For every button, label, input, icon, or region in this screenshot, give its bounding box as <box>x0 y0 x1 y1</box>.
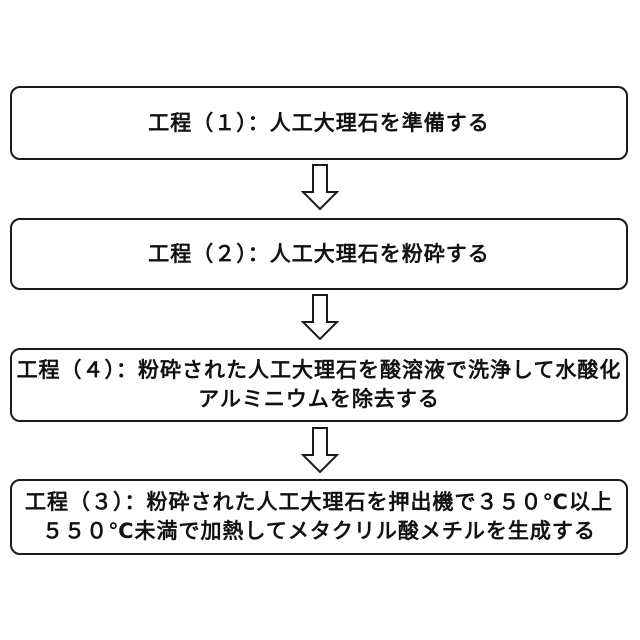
process-box-step-3: 工程（３）：粉砕された人工大理石を押出機で３５０℃以上 ５５０℃未満で加熱してメ… <box>10 479 628 555</box>
process-box-step-2-text: 工程（２）：人工大理石を粉砕する <box>148 242 490 266</box>
process-box-step-3-text-line-1: 工程（３）：粉砕された人工大理石を押出機で３５０℃以上 <box>25 491 613 514</box>
down-arrow-icon <box>301 294 339 340</box>
process-box-step-1-text: 工程（１）：人工大理石を準備する <box>148 111 490 135</box>
process-box-step-4-text-line-2: アルミニウムを除去する <box>198 388 440 411</box>
down-arrow-icon <box>301 427 339 473</box>
process-box-step-4: 工程（４）：粉砕された人工大理石を酸溶液で洗浄して水酸化 アルミニウムを除去する <box>10 348 628 422</box>
process-box-step-2: 工程（２）：人工大理石を粉砕する <box>10 218 628 290</box>
process-box-step-3-text-line-2: ５５０℃未満で加熱してメタクリル酸メチルを生成する <box>42 520 596 543</box>
process-box-step-4-text-line-1: 工程（４）：粉砕された人工大理石を酸溶液で洗浄して水酸化 <box>16 359 622 382</box>
process-box-step-1: 工程（１）：人工大理石を準備する <box>10 86 628 160</box>
down-arrow-icon <box>301 164 339 210</box>
